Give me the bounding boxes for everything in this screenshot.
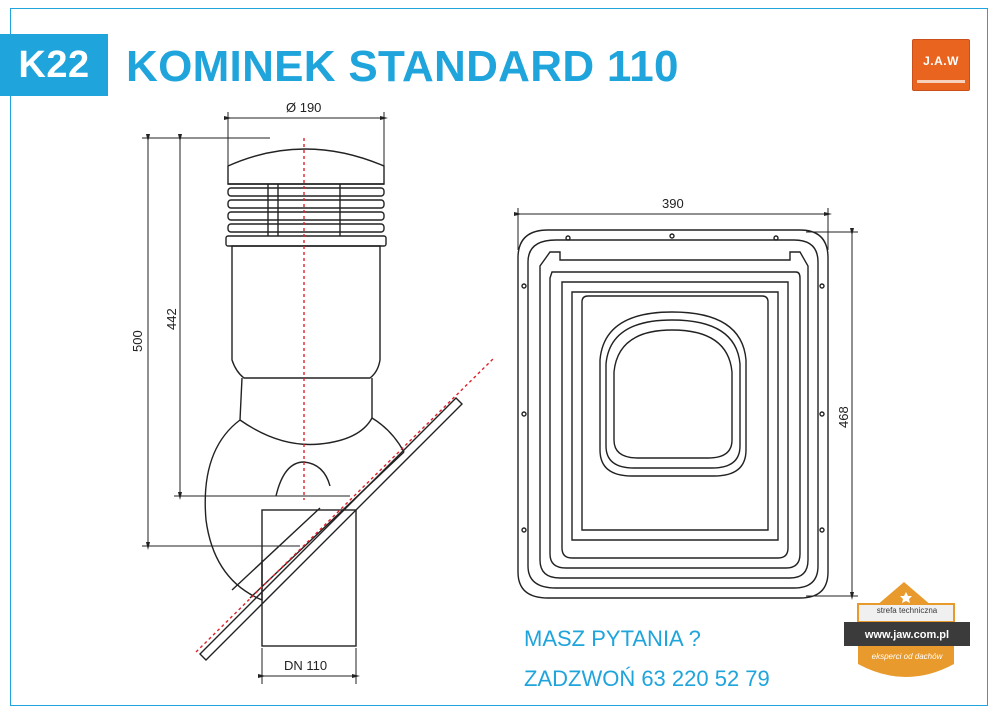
logo-text: J.A.W	[923, 54, 959, 68]
base-inner-panel	[581, 295, 769, 531]
vent-neck	[239, 377, 373, 421]
dim-base-width: 390	[662, 196, 684, 211]
badge-url[interactable]: www.jaw.com.pl	[844, 624, 970, 646]
dim-body-height: 442	[164, 308, 179, 330]
vent-body	[231, 245, 381, 379]
louver-1	[227, 187, 385, 197]
vent-cap	[227, 148, 385, 185]
logo-underline	[917, 80, 965, 83]
pipe-110	[261, 509, 357, 647]
contact-question: MASZ PYTANIA ?	[524, 626, 701, 651]
badge-tagline: eksperci od dachów	[871, 652, 943, 661]
roof-axis-line	[195, 357, 495, 653]
page-title: KOMINEK STANDARD 110	[126, 42, 679, 91]
louver-4	[227, 223, 385, 233]
vent-elbow	[204, 419, 263, 602]
page-frame	[10, 8, 988, 706]
louver-2	[227, 199, 385, 209]
top-view	[517, 229, 829, 599]
dim-total-height: 500	[130, 330, 145, 352]
roof-flashing	[199, 397, 463, 661]
badge-top-text: strefa techniczna	[876, 606, 938, 615]
dim-base-height: 468	[836, 406, 851, 428]
side-view	[199, 148, 463, 661]
jaw-logo[interactable]: J.A.W	[912, 39, 970, 91]
louver-3	[227, 211, 385, 221]
product-code-badge: K22	[0, 34, 108, 96]
vent-collar	[225, 235, 387, 247]
contact-phone[interactable]: ZADZWOŃ 63 220 52 79	[524, 666, 770, 691]
dim-top-diameter: Ø 190	[286, 100, 321, 115]
strefa-techniczna-badge[interactable]: strefa techniczna www.jaw.com.pl eksperc…	[842, 582, 972, 698]
vent-opening	[599, 311, 747, 477]
base-outline	[517, 229, 829, 599]
dim-pipe-diameter: DN 110	[284, 658, 327, 673]
